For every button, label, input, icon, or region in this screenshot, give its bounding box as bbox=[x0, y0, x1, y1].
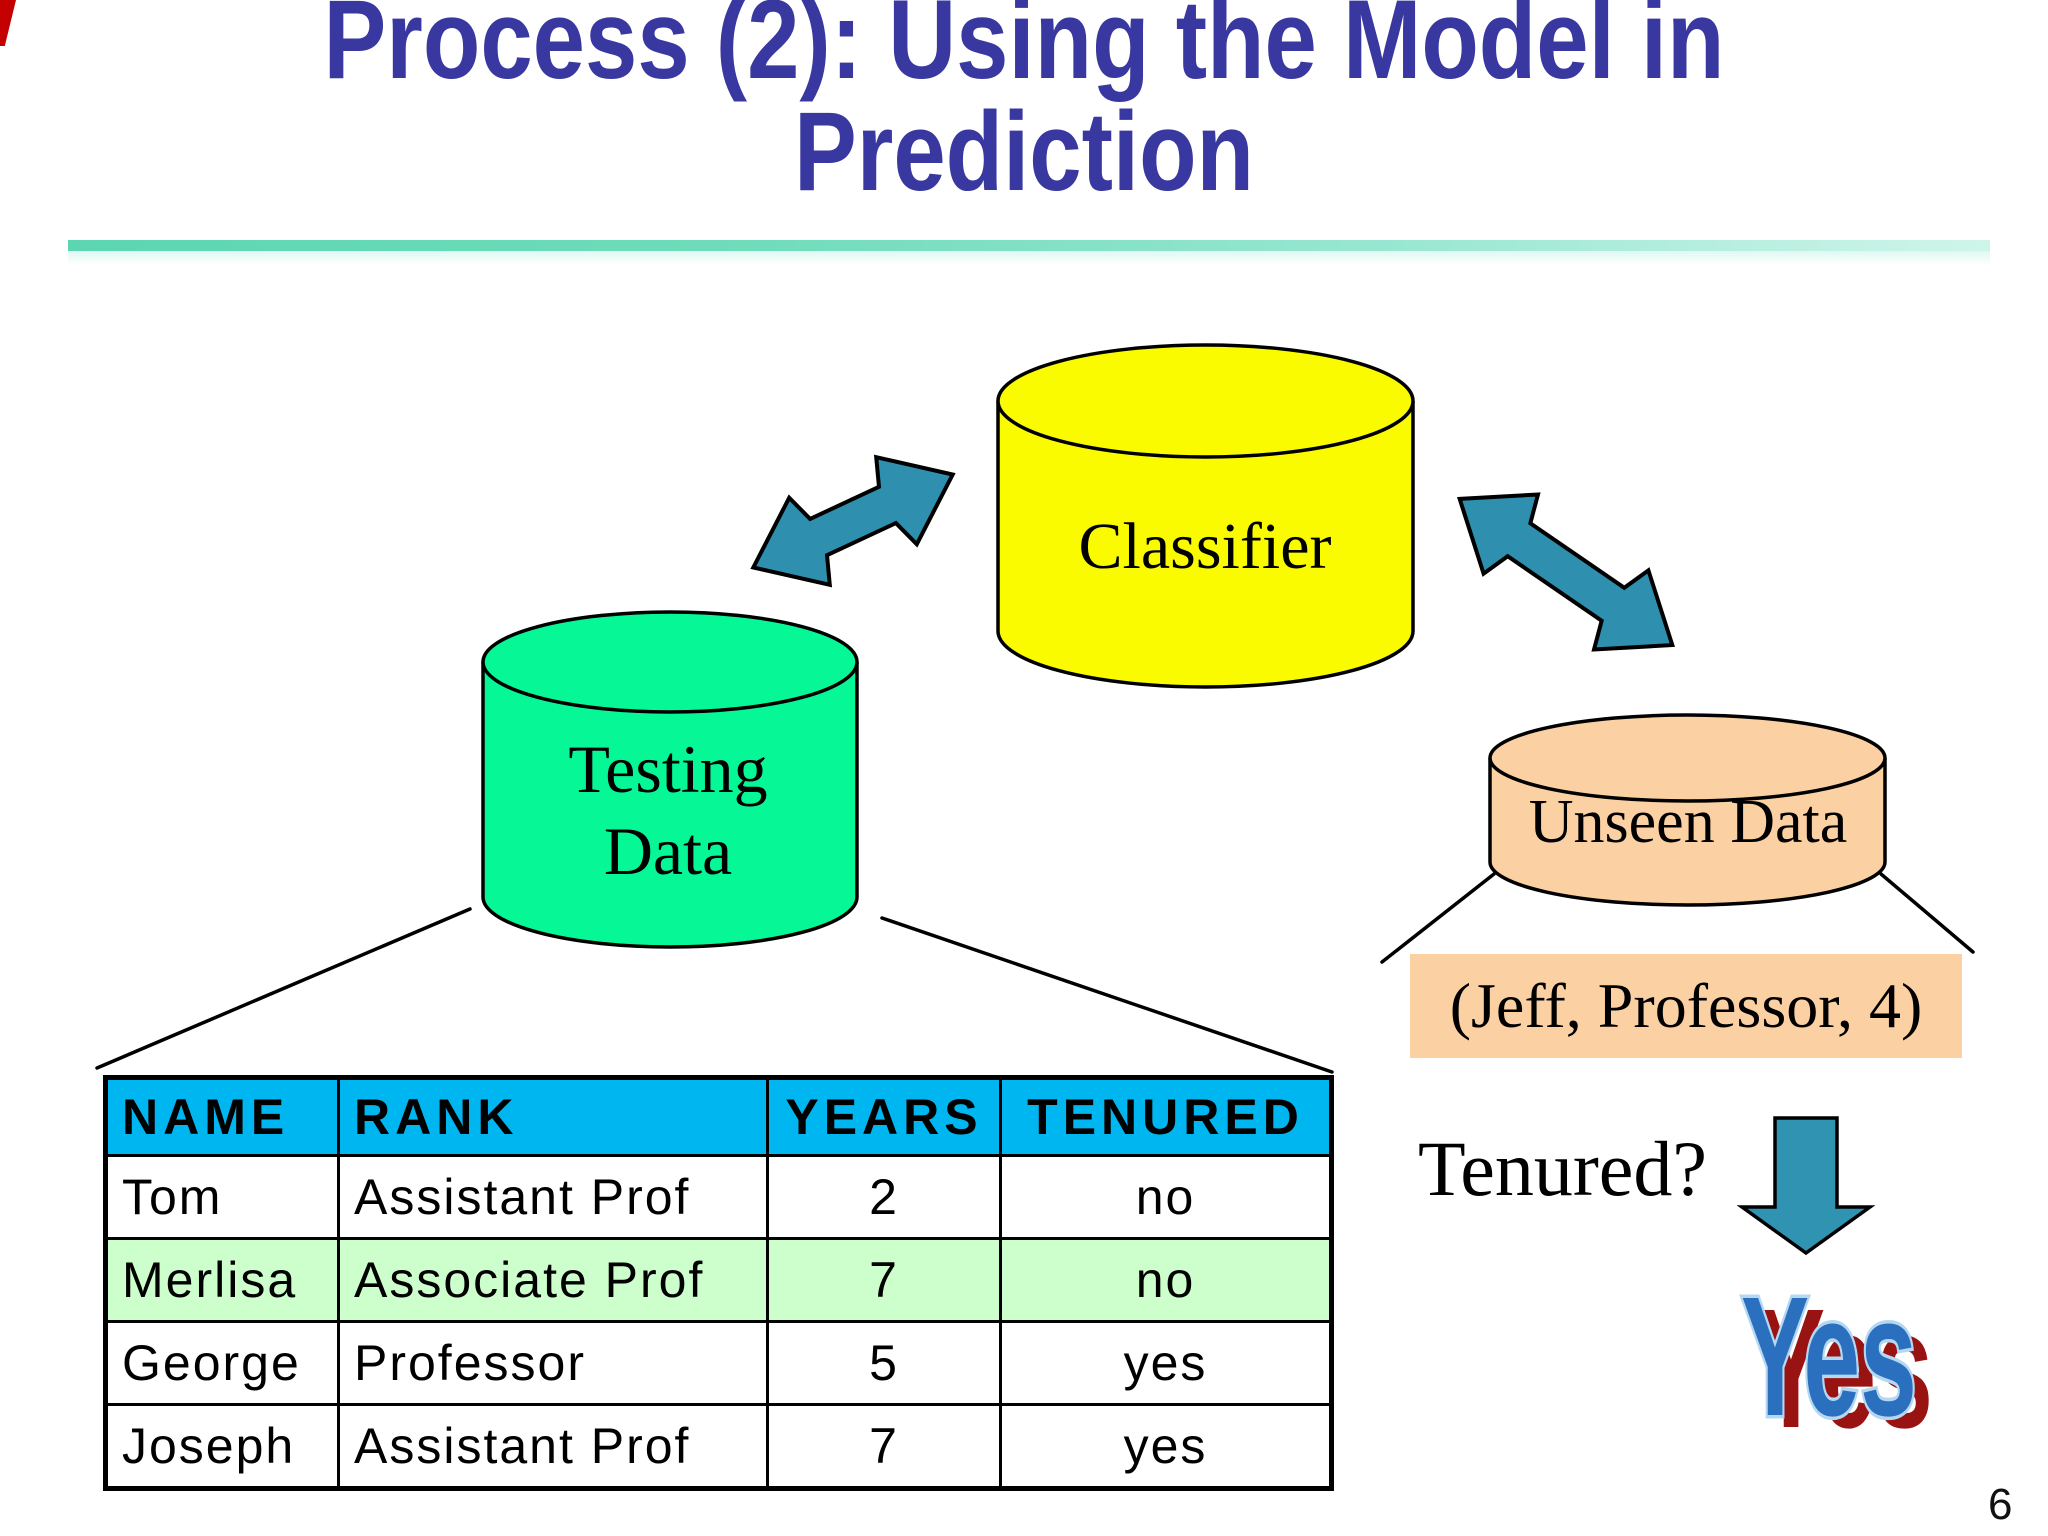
cell-tenured: yes bbox=[999, 1403, 1333, 1490]
cell-name: Merlisa bbox=[104, 1237, 340, 1323]
header-tenured: TENURED bbox=[999, 1076, 1333, 1157]
cell-rank: Professor bbox=[337, 1320, 769, 1406]
double-arrow-testing-classifier-icon bbox=[750, 454, 956, 588]
unseen-record-box: (Jeff, Professor, 4) bbox=[1410, 954, 1962, 1058]
cell-tenured: yes bbox=[999, 1320, 1333, 1406]
yes-wordart-text: Yes bbox=[1741, 1261, 1917, 1451]
title-divider-rule bbox=[68, 240, 1990, 251]
cell-name: Joseph bbox=[104, 1403, 340, 1490]
connector-testing-table-right bbox=[880, 916, 1334, 1074]
testing-data-label-line1: Testing bbox=[568, 731, 767, 807]
connector-testing-table-left bbox=[95, 907, 472, 1070]
classifier-label: Classifier bbox=[1079, 510, 1332, 583]
cell-rank: Associate Prof bbox=[337, 1237, 769, 1323]
slide-title: Process (2): Using the Model in Predicti… bbox=[164, 0, 1884, 208]
testing-data-cylinder: Testing Data bbox=[481, 610, 859, 949]
cell-name: Tom bbox=[104, 1154, 340, 1240]
cell-tenured: no bbox=[999, 1154, 1333, 1240]
connector-unseen-record-right bbox=[1879, 872, 1975, 954]
page-number: 6 bbox=[1988, 1480, 2013, 1529]
table-header-row: NAME RANK YEARS TENURED bbox=[104, 1076, 1333, 1157]
testing-data-table: NAME RANK YEARS TENURED Tom Assistant Pr… bbox=[103, 1075, 1334, 1491]
yes-wordart: Yes Yes bbox=[1738, 1258, 1933, 1463]
cell-years: 7 bbox=[766, 1237, 1002, 1323]
cell-rank: Assistant Prof bbox=[337, 1403, 769, 1490]
slide-title-line1: Process (2): Using the Model in bbox=[323, 0, 1725, 102]
connector-lines bbox=[95, 872, 1975, 1074]
title-divider-glow bbox=[68, 251, 1990, 265]
down-arrow-icon bbox=[1736, 1116, 1876, 1256]
testing-data-label-line2: Data bbox=[604, 813, 732, 889]
slide-title-line2: Prediction bbox=[793, 89, 1255, 214]
cell-years: 7 bbox=[766, 1403, 1002, 1490]
tenured-question: Tenured? bbox=[1418, 1125, 1708, 1212]
table-row: Joseph Assistant Prof 7 yes bbox=[104, 1403, 1333, 1490]
cell-years: 2 bbox=[766, 1154, 1002, 1240]
double-arrow-classifier-unseen-icon bbox=[1456, 492, 1676, 652]
table-row: George Professor 5 yes bbox=[104, 1320, 1333, 1406]
header-name: NAME bbox=[104, 1076, 340, 1157]
cell-years: 5 bbox=[766, 1320, 1002, 1406]
unseen-data-label: Unseen Data bbox=[1529, 788, 1847, 856]
yes-wordart-shadow: Yes bbox=[1757, 1273, 1933, 1463]
table-row: Tom Assistant Prof 2 no bbox=[104, 1154, 1333, 1240]
header-rank: RANK bbox=[337, 1076, 769, 1157]
classifier-cylinder: Classifier bbox=[996, 343, 1415, 689]
cell-tenured: no bbox=[999, 1237, 1333, 1323]
cell-name: George bbox=[104, 1320, 340, 1406]
cell-rank: Assistant Prof bbox=[337, 1154, 769, 1240]
unseen-record-text: (Jeff, Professor, 4) bbox=[1449, 970, 1923, 1041]
header-years: YEARS bbox=[766, 1076, 1002, 1157]
connector-unseen-record-left bbox=[1380, 872, 1496, 964]
unseen-data-cylinder: Unseen Data bbox=[1488, 713, 1887, 907]
table-row: Merlisa Associate Prof 7 no bbox=[104, 1237, 1333, 1323]
